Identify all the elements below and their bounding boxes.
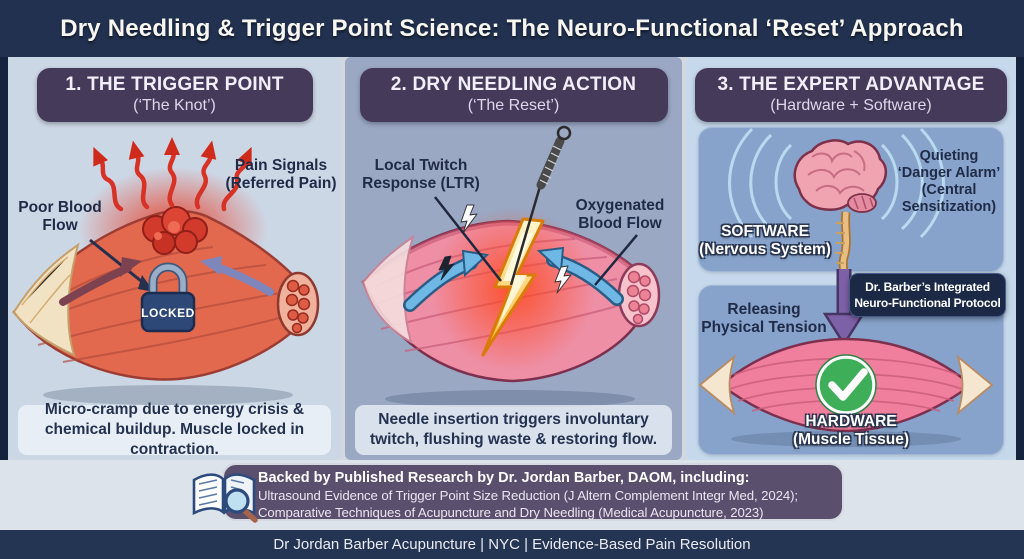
spine-icon (835, 211, 851, 276)
research-badge: Backed by Published Research by Dr. Jord… (192, 463, 844, 523)
wave-arcs-icon (728, 127, 945, 239)
protocol-badge: Dr. Barber’s Integrated Neuro-Functional… (849, 273, 1006, 318)
panel2-caption: Needle insertion triggers involuntary tw… (355, 405, 672, 455)
dry-needling-illustration (361, 125, 661, 407)
muscle-shadow (43, 385, 293, 405)
book-search-icon (184, 466, 266, 529)
trigger-point-illustration: LOCKED (12, 137, 320, 405)
pain-signals-label: Pain Signals (Referred Pain) (225, 157, 337, 193)
panel2-subheading: (‘The Reset’) (467, 97, 560, 114)
hardware-label: HARDWARE (Muscle Tissue) (792, 413, 909, 449)
tendon-left (361, 234, 415, 345)
footer-bar: Dr Jordan Barber Acupuncture | NYC | Evi… (0, 530, 1024, 559)
software-label: SOFTWARE (Nervous System) (699, 223, 831, 259)
down-arrow-icon (822, 269, 866, 347)
muscle-cross-section (617, 262, 661, 328)
padlock-icon: LOCKED (140, 262, 196, 333)
title-bar: Dry Needling & Trigger Point Science: Th… (0, 0, 1024, 57)
muscle-shadow (385, 390, 635, 407)
panel-dry-needling: 2. DRY NEEDLING ACTION (‘The Reset’) (345, 57, 682, 460)
checkmark-icon (815, 354, 877, 416)
ltr-pointer (434, 196, 502, 282)
poor-blood-flow-label: Poor Blood Flow (18, 199, 102, 235)
research-citation-1: Ultrasound Evidence of Trigger Point Siz… (258, 488, 798, 503)
panel1-caption: Micro-cramp due to energy crisis & chemi… (18, 401, 331, 458)
trigger-knot-icon (142, 206, 208, 255)
panel1-heading: 1. THE TRIGGER POINT (65, 74, 284, 95)
muscle-cross-section (276, 271, 320, 337)
lightning-bolt-icon (481, 217, 545, 357)
panel3-heading: 3. THE EXPERT ADVANTAGE (717, 74, 985, 95)
panel1-header: 1. THE TRIGGER POINT (‘The Knot’) (36, 68, 313, 122)
panel-expert-advantage: 3. THE EXPERT ADVANTAGE (Hardware + Soft… (686, 57, 1016, 460)
oxygenated-flow-label: Oxygenated Blood Flow (575, 197, 665, 233)
oxy-pointer (594, 234, 638, 286)
panel3-subheading: (Hardware + Software) (770, 97, 932, 114)
research-headline: Backed by Published Research by Dr. Jord… (258, 470, 750, 486)
research-citation-2: Comparative Techniques of Acupuncture an… (258, 505, 764, 520)
panel3-header: 3. THE EXPERT ADVANTAGE (Hardware + Soft… (695, 68, 1007, 122)
needle-icon (509, 125, 572, 286)
panel1-subheading: (‘The Knot’) (133, 97, 216, 114)
research-strip: Backed by Published Research by Dr. Jord… (0, 460, 1024, 530)
quieting-danger-alarm-label: Quieting ‘Danger Alarm’ (Central Sensiti… (897, 148, 1001, 215)
blood-flow-arrow-icons (59, 256, 274, 306)
releasing-tension-label: Releasing Physical Tension (701, 301, 827, 337)
footer-text: Dr Jordan Barber Acupuncture | NYC | Evi… (273, 536, 751, 553)
padlock-label: LOCKED (141, 306, 195, 320)
spark-icons (438, 204, 572, 294)
panel2-header: 2. DRY NEEDLING ACTION (‘The Reset’) (359, 68, 668, 122)
panel2-heading: 2. DRY NEEDLING ACTION (390, 74, 637, 95)
brain-icon (793, 139, 887, 213)
local-twitch-label: Local Twitch Response (LTR) (362, 157, 480, 193)
page-title: Dry Needling & Trigger Point Science: Th… (60, 14, 964, 42)
pain-arrows-icon (93, 137, 252, 212)
panel-trigger-point: 1. THE TRIGGER POINT (‘The Knot’) (8, 57, 341, 460)
expert-advantage-illustration (698, 127, 994, 447)
